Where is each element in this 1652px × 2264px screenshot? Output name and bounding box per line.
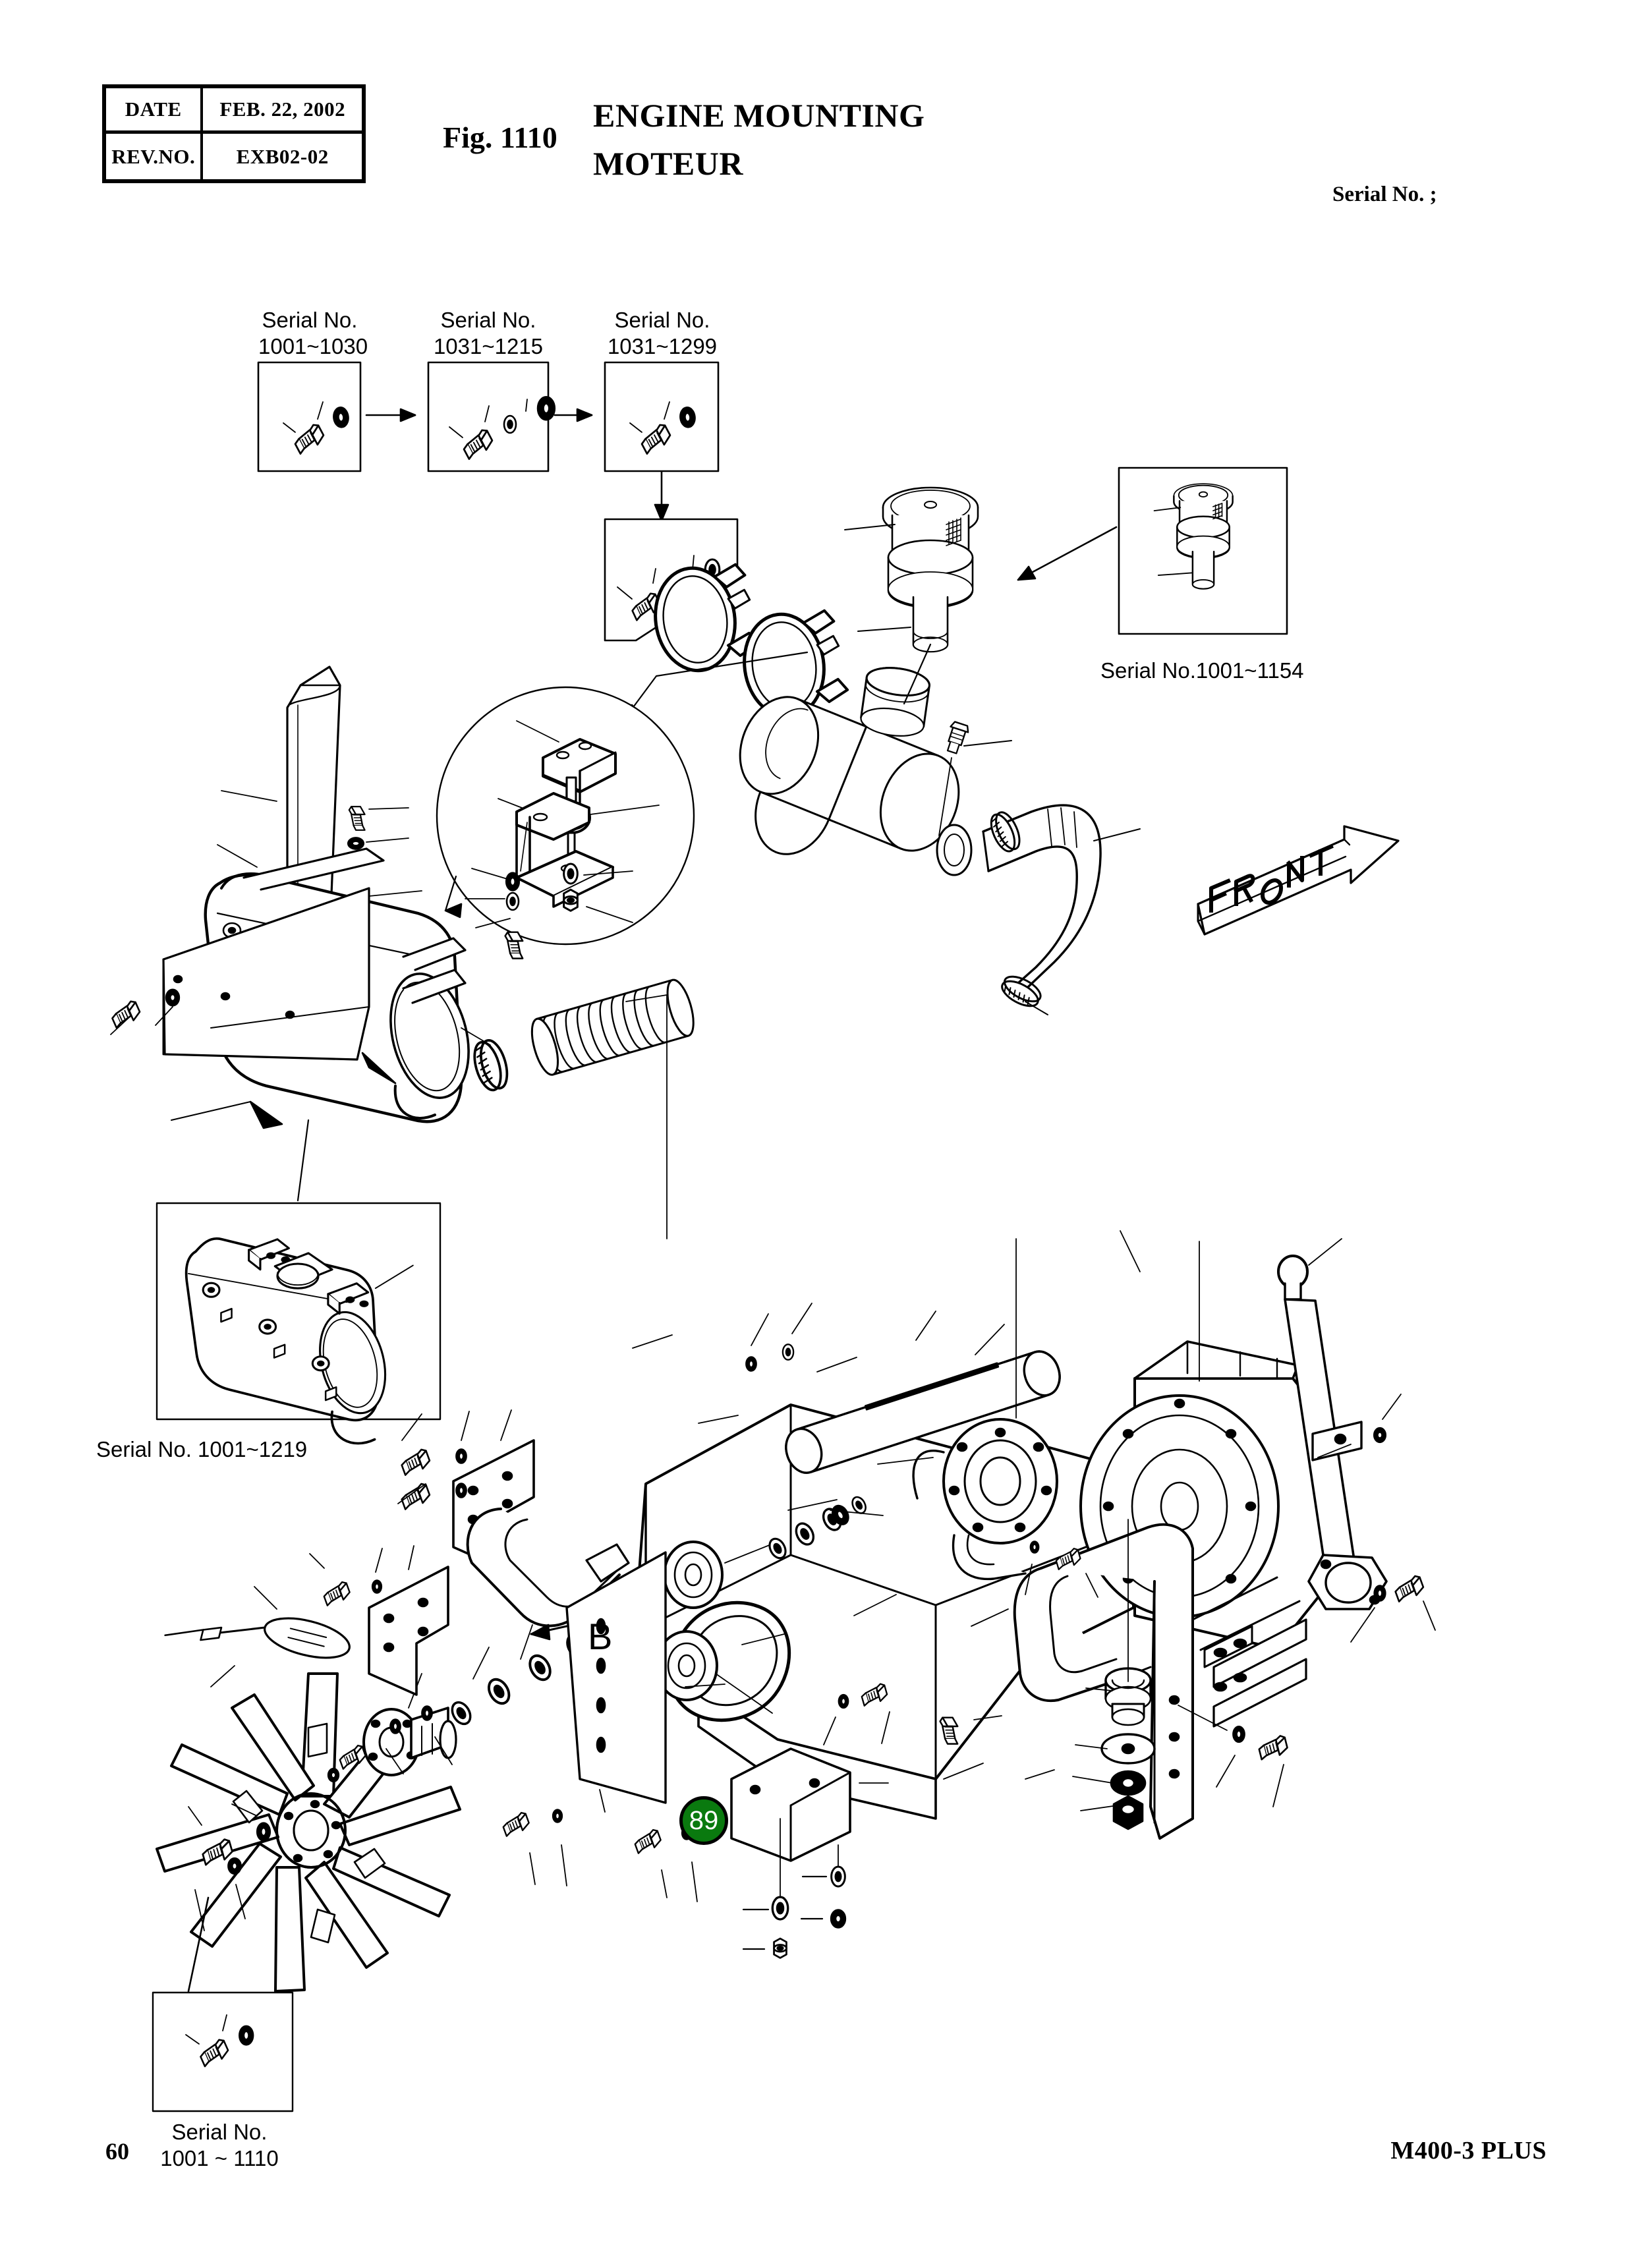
- variant-box-2-line2: 1031~1215: [433, 334, 544, 359]
- engine-block: [631, 1230, 1326, 1820]
- revision-table: DATE FEB. 22, 2002 REV.NO. EXB02-02: [102, 84, 366, 183]
- revision-label: REV.NO.: [106, 134, 204, 179]
- variant-box-3-line2: 1031~1299: [607, 334, 718, 359]
- fan-bolt-variant-label: Serial No.1001 ~ 1110: [117, 2119, 322, 2172]
- variant-box-3-line1: Serial No.: [614, 308, 710, 332]
- figure-number: Fig. 1110: [443, 121, 557, 154]
- leader-lines: [632, 1311, 1055, 1780]
- heat-shield: [162, 887, 397, 1129]
- variant-box-1-line2: 1001~1030: [258, 334, 368, 359]
- variant-box-1-line1: Serial No.: [262, 308, 358, 332]
- fan-bolt-variant-box: [152, 1991, 294, 2112]
- dipstick-assembly: [1277, 1238, 1436, 1643]
- fan-assembly: [156, 1624, 592, 1993]
- page-title-french: MOTEUR: [593, 145, 743, 182]
- intake-hose: [982, 804, 1102, 1012]
- variant-box-group: [257, 361, 720, 522]
- muffler-variant-label: Serial No. 1001~1219: [96, 1437, 308, 1461]
- variant-box-2-label: Serial No.1031~1215: [428, 307, 548, 360]
- fan-bolt-variant-line1: Serial No.: [171, 2120, 268, 2144]
- variant-box-2-line1: Serial No.: [440, 308, 536, 332]
- detail-view-circle: [436, 686, 695, 959]
- right-engine-mount: [1013, 1519, 1290, 1840]
- pre-cleaner-assembly: [844, 486, 979, 653]
- pre-cleaner-variant-box: [1017, 467, 1288, 635]
- fan-drive-assembly: [655, 1494, 884, 1722]
- callout-badge-89[interactable]: 89: [679, 1796, 728, 1845]
- center-engine-mount: [730, 1747, 889, 1959]
- serial-number-prompt: Serial No. ;: [1332, 183, 1437, 206]
- air-cleaner-assembly: [739, 643, 1141, 1015]
- exhaust-clamp-rings: [623, 563, 849, 721]
- fan-bolt-variant-line2: 1001 ~ 1110: [160, 2146, 279, 2171]
- table-row: DATE FEB. 22, 2002: [106, 88, 362, 134]
- table-row: REV.NO. EXB02-02: [106, 134, 362, 179]
- muffler-assembly: [108, 665, 470, 1129]
- engine-fasteners: [745, 1303, 1002, 1745]
- detail-mark-b-label: B: [588, 1616, 613, 1657]
- left-mount-brackets: [164, 1409, 726, 1902]
- model-name: M400-3 PLUS: [1390, 2137, 1547, 2165]
- variant-box-1-label: Serial No.1001~1030: [258, 307, 368, 360]
- variant-box-3-label: Serial No.1031~1299: [600, 307, 725, 360]
- air-cleaner-variant-label: Serial No.1001~1154: [1100, 658, 1304, 683]
- revision-value: EXB02-02: [236, 144, 329, 168]
- date-value: FEB. 22, 2002: [219, 98, 346, 121]
- muffler-variant-box: [156, 1119, 441, 1445]
- front-direction-arrow-icon: [1197, 825, 1400, 936]
- flexible-exhaust-hose: [461, 978, 695, 1239]
- date-label: DATE: [106, 88, 204, 130]
- page-number: 60: [105, 2138, 129, 2165]
- page-header: DATE FEB. 22, 2002 REV.NO. EXB02-02 Fig.…: [0, 0, 1652, 224]
- page-title-english: ENGINE MOUNTING: [593, 97, 925, 134]
